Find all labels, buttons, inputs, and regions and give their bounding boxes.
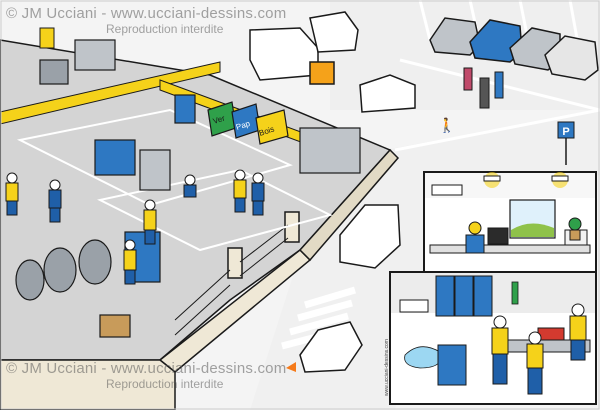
- recycling-bins: [207, 101, 289, 145]
- workers: [5, 169, 265, 285]
- worker: [251, 172, 265, 216]
- tool-cart: [437, 344, 467, 386]
- worker: [233, 169, 247, 213]
- vehicles: [249, 11, 416, 373]
- small-truck: [359, 74, 416, 113]
- lockers: [435, 275, 493, 317]
- ceiling-lamps: [483, 172, 569, 188]
- worker: [183, 174, 197, 198]
- white-van-road: [339, 204, 401, 269]
- worker: [143, 199, 157, 245]
- worker: [123, 239, 137, 285]
- parking-sign: P: [557, 121, 575, 165]
- white-van-top: [249, 27, 319, 81]
- white-van-parked: [309, 11, 359, 53]
- sink: [399, 299, 429, 313]
- pedestrian-icon: 🚶: [438, 117, 455, 134]
- parking-sign-label: P: [562, 126, 569, 138]
- bin-wood: [255, 109, 289, 145]
- inset-office: [423, 171, 597, 273]
- bin-label-glass: Ver: [212, 114, 227, 126]
- air-conditioner: [431, 184, 463, 196]
- bin-label-paper: Pap: [235, 119, 252, 132]
- inset-credit: www.ucciani-dessins.com: [384, 339, 390, 396]
- inset-workshop: [389, 271, 597, 405]
- parking-lot: [330, 0, 600, 112]
- machines: [15, 39, 361, 338]
- worker: [48, 179, 62, 223]
- forklift: [309, 61, 335, 85]
- workshop-workers: [491, 303, 587, 395]
- car-road: [299, 321, 363, 373]
- worker: [5, 172, 19, 216]
- pedestrians: [463, 67, 504, 109]
- computer-monitor: [487, 227, 509, 245]
- parked-cars: [429, 17, 599, 81]
